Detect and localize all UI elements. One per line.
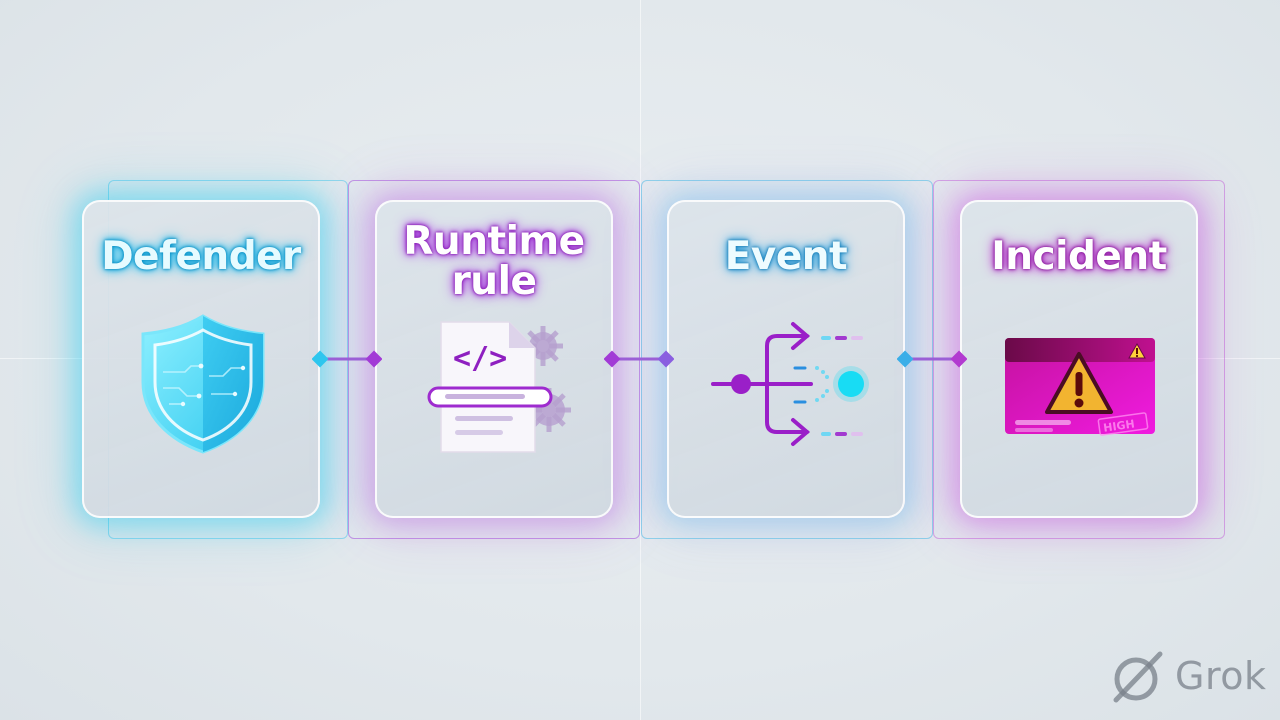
event-flow-icon [707, 320, 877, 448]
card-runtime-rule: Runtime rule </> [375, 200, 613, 518]
connector-event-to-incident [896, 349, 968, 369]
watermark-text: Grok [1175, 654, 1267, 698]
svg-text:</>: </> [453, 341, 507, 376]
card-title-defender: Defender [101, 234, 301, 279]
connector-defender-to-runtime-rule [311, 349, 383, 369]
card-title-line: rule [451, 259, 537, 304]
shield-icon [139, 312, 267, 456]
grok-logo-icon [1113, 651, 1163, 703]
card-title-event: Event [724, 234, 848, 279]
card-title-incident: Incident [991, 234, 1167, 279]
code-document-icon: </> [425, 318, 575, 458]
connector-runtime-rule-to-event [603, 349, 675, 369]
grok-watermark: Grok [1110, 648, 1270, 706]
card-defender: Defender [82, 200, 320, 518]
card-title-runtime-rule: Runtime rule [377, 222, 611, 302]
incident-severity-badge: HIGH [1102, 417, 1135, 434]
card-title-line: Runtime [403, 219, 585, 264]
card-incident: Incident HIGH [960, 200, 1198, 518]
incident-alert-icon: HIGH [1005, 338, 1157, 436]
card-event: Event [667, 200, 905, 518]
